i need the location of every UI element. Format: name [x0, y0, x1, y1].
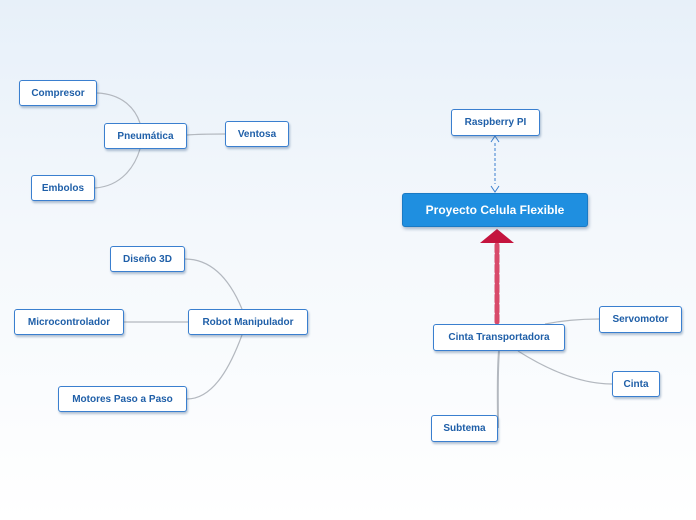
node-ventosa[interactable]: Ventosa — [225, 121, 289, 147]
node-subtema[interactable]: Subtema — [431, 415, 498, 442]
central-topic-node[interactable]: Proyecto Celula Flexible — [402, 193, 588, 227]
connector-cinta-cinta — [517, 350, 613, 385]
node-neumatica[interactable]: Pneumática — [104, 123, 187, 149]
connector-robot-motores — [186, 334, 243, 400]
node-cinta[interactable]: Cinta — [612, 371, 660, 397]
connector-robot-diseno — [184, 258, 243, 310]
node-motores-paso-a-paso[interactable]: Motores Paso a Paso — [58, 386, 187, 412]
node-microcontrolador[interactable]: Microcontrolador — [14, 309, 124, 335]
connector-neumatica-ventosa — [186, 133, 226, 136]
connector-neumatica-compresor — [96, 92, 141, 124]
node-compresor[interactable]: Compresor — [19, 80, 97, 106]
node-diseno-3d[interactable]: Diseño 3D — [110, 246, 185, 272]
node-raspberry-pi[interactable]: Raspberry PI — [451, 109, 540, 136]
node-servomotor[interactable]: Servomotor — [599, 306, 682, 333]
connector-neumatica-embolos — [94, 148, 141, 189]
connector-cinta-servomotor — [544, 318, 600, 325]
node-embolos[interactable]: Embolos — [31, 175, 95, 201]
node-cinta-transportadora[interactable]: Cinta Transportadora — [433, 324, 565, 351]
node-robot-manipulador[interactable]: Robot Manipulador — [188, 309, 308, 335]
relationship-arrowhead-top-icon — [490, 135, 500, 143]
relationship-arrowhead-bottom-icon — [490, 185, 500, 193]
main-branch-arrowhead-icon — [480, 229, 514, 243]
